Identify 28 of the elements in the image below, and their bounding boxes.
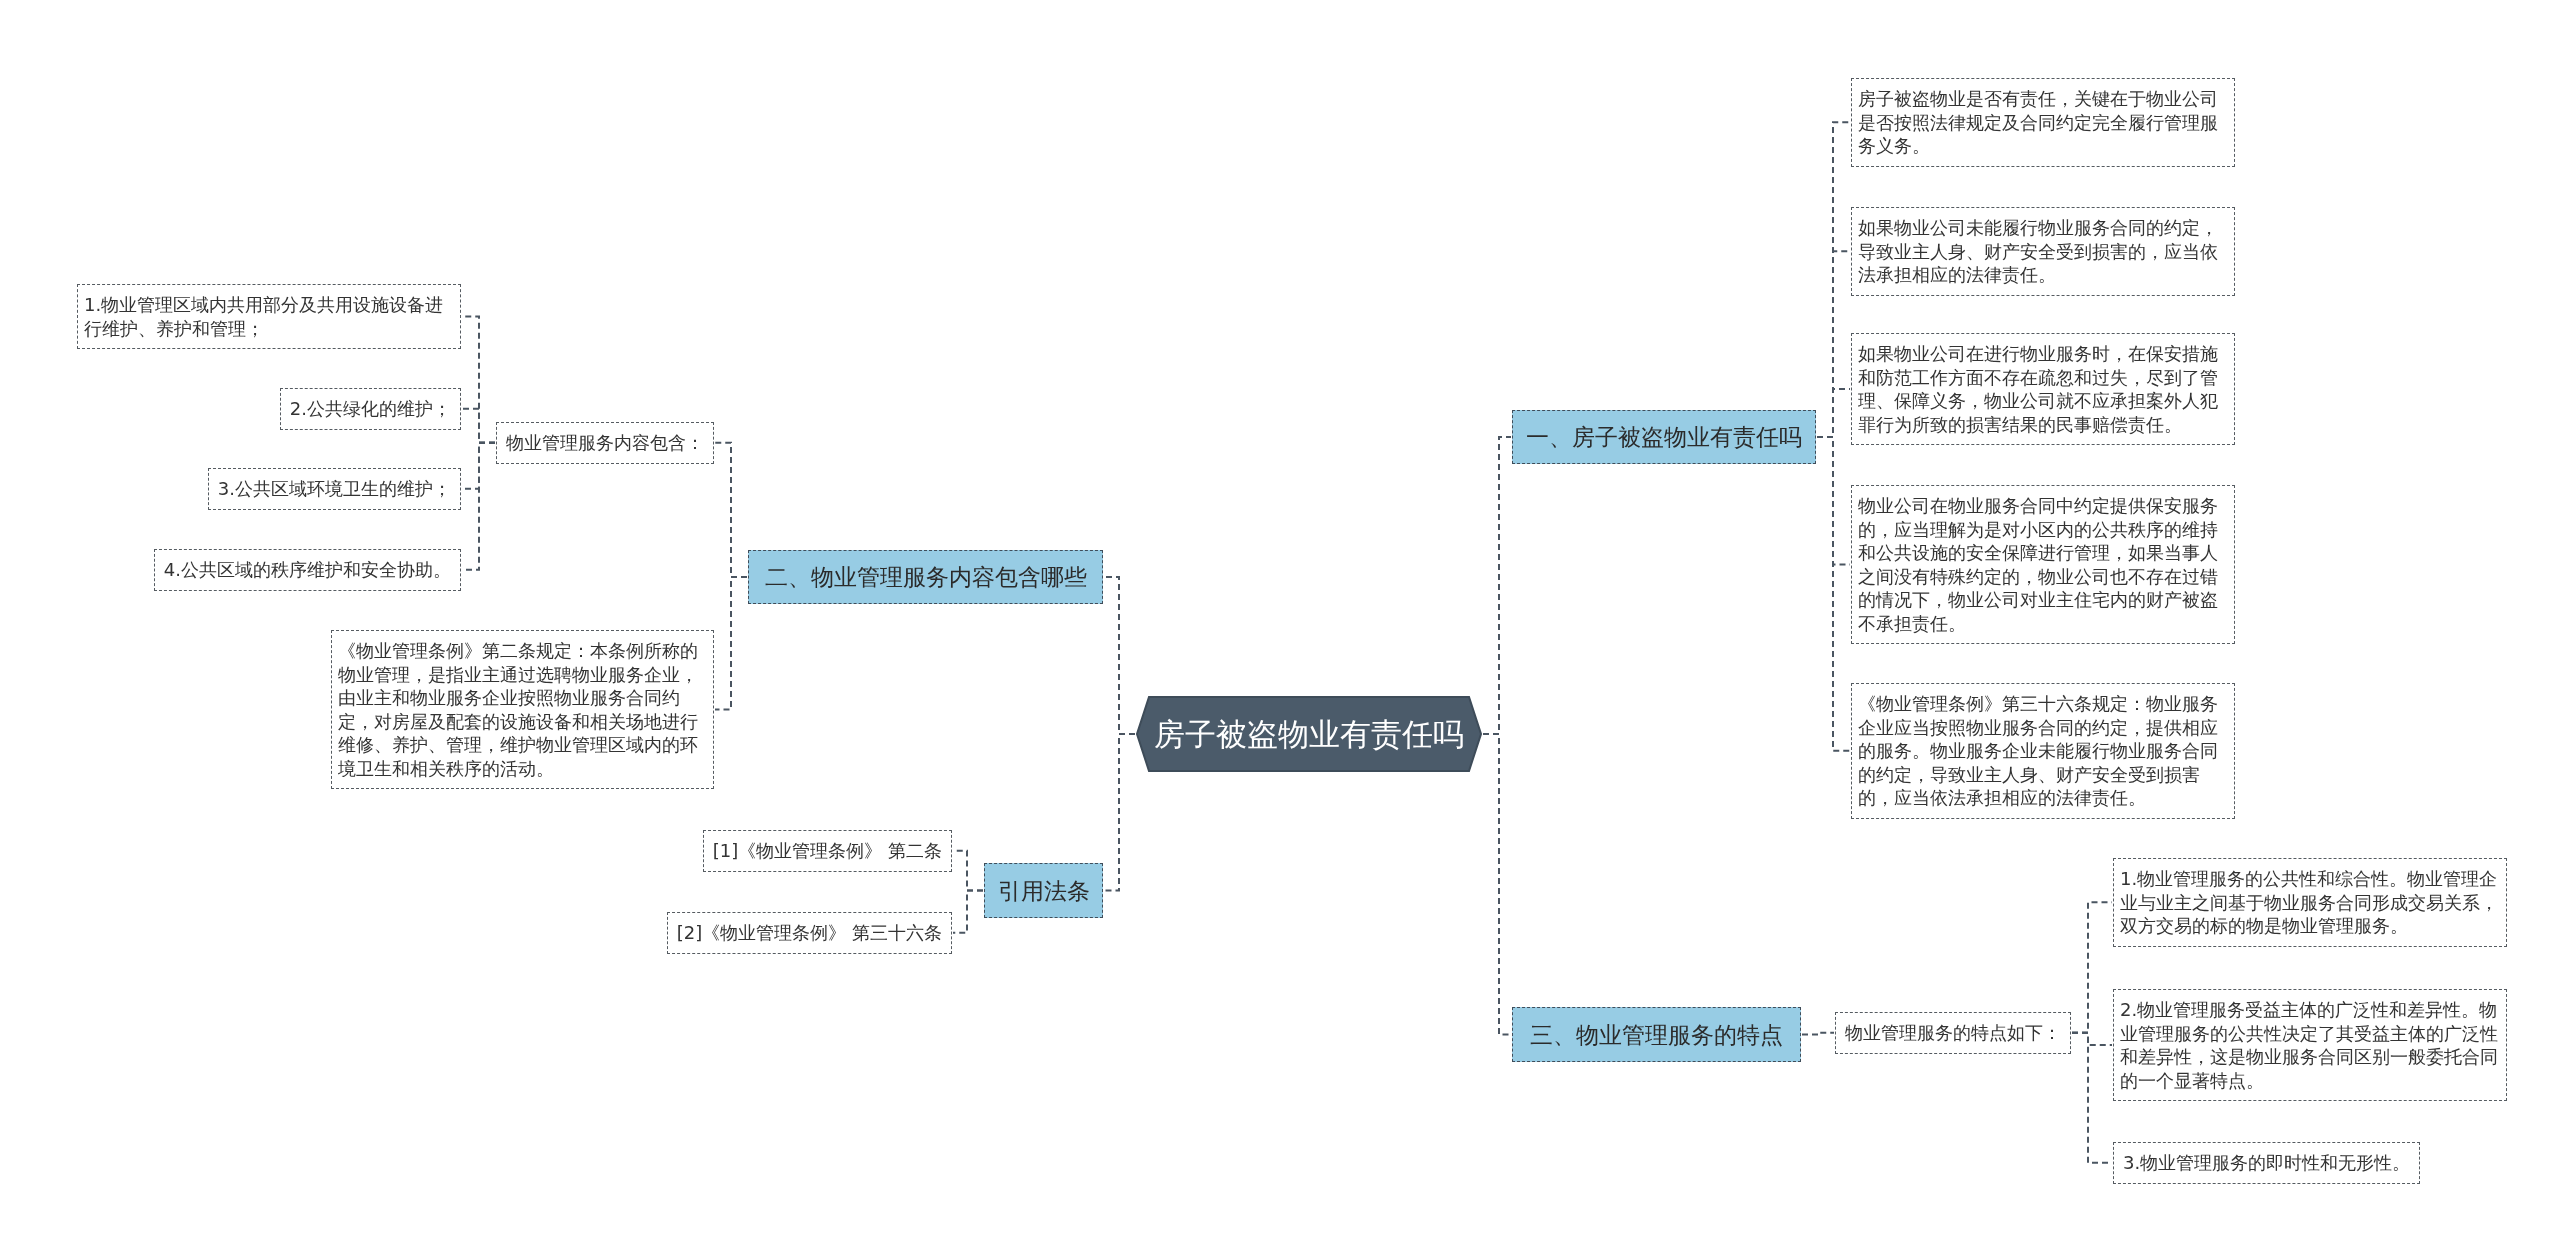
text-box: 如果物业公司在进行物业服务时，在保安措施和防范工作方面不存在疏忽和过失，尽到了管理、保障义务，物业公司就不应承担案外人犯罪行为所致的损害结果的民事赔偿责任。 — [1851, 333, 2235, 445]
text-box: 《物业管理条例》第二条规定：本条例所称的物业管理，是指业主通过选聘物业服务企业，由业主和物业服务企业按照物业服务合同约定，对房屋及配套的设施设备和相关场地进行维修、养护、管理，维护物业管理区域内的环境卫生和相关秩序的活动。 — [331, 630, 714, 789]
text-box: 3.公共区域环境卫生的维护； — [207, 468, 461, 510]
text-box: 3.物业管理服务的即时性和无形性。 — [2113, 1142, 2421, 1184]
text-box: [2]《物业管理条例》 第三十六条 — [666, 912, 952, 954]
text-box: 物业管理服务的特点如下： — [1835, 1012, 2071, 1054]
text-box: 1.物业管理区域内共用部分及共用设施设备进行维护、养护和管理； — [77, 284, 461, 349]
connector-line — [714, 576, 748, 711]
text-box: 如果物业公司未能履行物业服务合同的约定，导致业主人身、财产安全受到损害的，应当依法承担相应的法律责任。 — [1851, 207, 2235, 296]
text-box: 物业管理服务内容包含： — [496, 422, 714, 464]
text-box: 物业公司在物业服务合同中约定提供保安服务的，应当理解为是对小区内的公共秩序的维持和公共设施的安全保障进行管理，如果当事人之间没有特殊约定的，物业公司也不存在过错的情况下，物业公司对业主住宅内的财产被盗不承担责任。 — [1851, 485, 2235, 644]
text-box: 《物业管理条例》第三十六条规定：物业服务企业应当按照物业服务合同的约定，提供相应的服务。物业服务企业未能履行物业服务合同的约定，导致业主人身、财产安全受到损害的，应当依法承担相应的法律责任。 — [1851, 683, 2235, 819]
subtopic-box: 三、物业管理服务的特点 — [1512, 1007, 1801, 1062]
connector-line — [1816, 436, 1851, 752]
central-topic-hexagon: 房子被盗物业有责任吗 — [1136, 696, 1482, 772]
text-box: 房子被盗物业是否有责任，关键在于物业公司是否按照法律规定及合同约定完全履行管理服务义务。 — [1851, 78, 2235, 167]
connector-line — [1482, 733, 1512, 1036]
text-box: 4.公共区域的秩序维护和安全协助。 — [153, 549, 461, 591]
text-box: 1.物业管理服务的公共性和综合性。物业管理企业与业主之间基于物业服务合同形成交易关系，双方交易的标的物是物业管理服务。 — [2113, 858, 2507, 947]
subtopic-box: 一、房子被盗物业有责任吗 — [1512, 410, 1816, 464]
subtopic-box: 引用法条 — [984, 863, 1103, 918]
connector-line — [952, 889, 984, 934]
text-box: 2.公共绿化的维护； — [279, 388, 461, 430]
connector-line — [1103, 733, 1136, 892]
text-box: [1]《物业管理条例》 第二条 — [702, 830, 952, 872]
connector-line — [1801, 1031, 1835, 1036]
text-box: 2.物业管理服务受益主体的广泛性和差异性。物业管理服务的公共性决定了其受益主体的广泛性和差异性，这是物业服务合同区别一般委托合同的一个显著特点。 — [2113, 989, 2507, 1101]
subtopic-box: 二、物业管理服务内容包含哪些 — [748, 550, 1103, 604]
